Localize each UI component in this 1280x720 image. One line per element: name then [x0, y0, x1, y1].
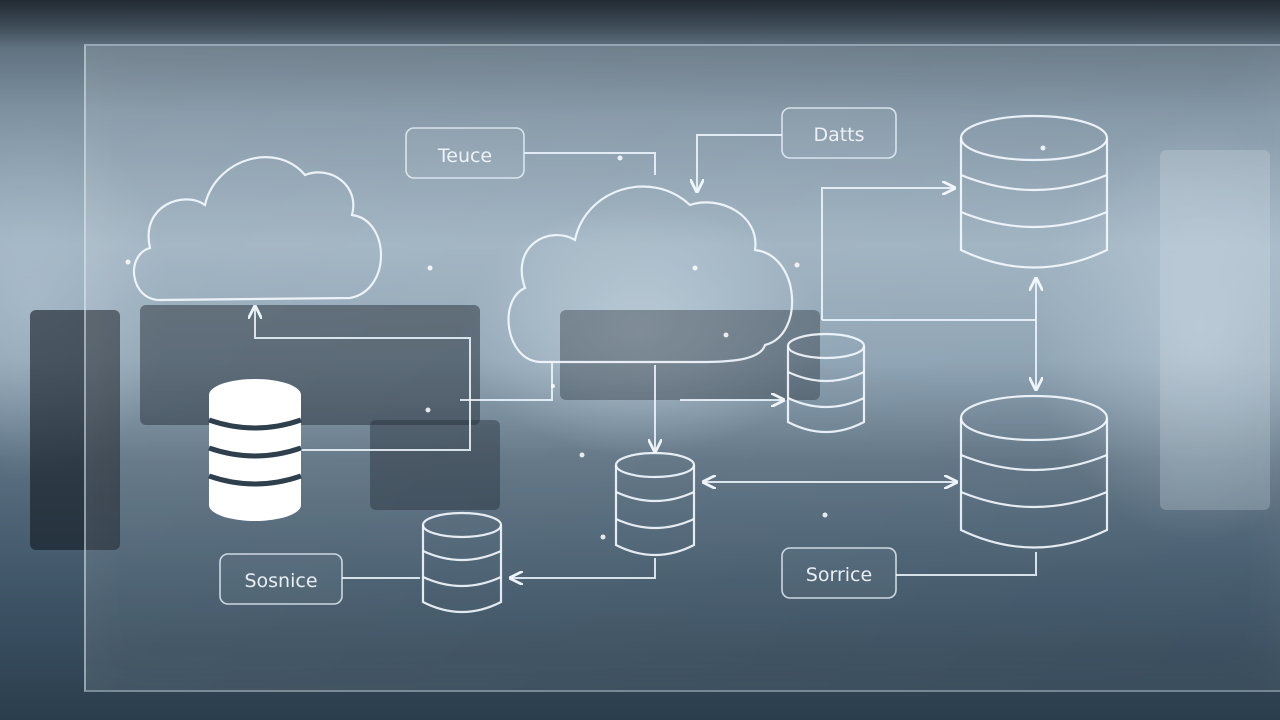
- database-icon: [959, 114, 1109, 269]
- database-icon: [421, 511, 503, 614]
- blurred-furniture-left: [30, 310, 120, 550]
- label-chip-bottom-left: Sosnice: [219, 553, 343, 605]
- svg-text:Sosnice: Sosnice: [244, 570, 317, 592]
- blurred-furniture-right: [560, 310, 820, 400]
- blurred-window-right: [1160, 150, 1270, 510]
- sparkle-dots: [125, 145, 1046, 540]
- label-chip-top-right: Datts: [781, 107, 897, 159]
- database-icon: [959, 394, 1109, 549]
- glass-panel: [84, 44, 1280, 692]
- svg-text:Datts: Datts: [813, 124, 864, 146]
- label-chip-top-left: Teuce: [405, 127, 525, 179]
- database-icon: [614, 451, 696, 557]
- blurred-furniture-mid: [370, 420, 500, 510]
- database-icon: [786, 332, 866, 434]
- label-chip-bottom-right: Sorrice: [781, 547, 897, 599]
- cloud-icon: [507, 185, 794, 364]
- cloud-icon: [132, 156, 382, 302]
- database-icon: [208, 379, 302, 521]
- blurred-furniture-center: [140, 305, 480, 425]
- svg-text:Sorrice: Sorrice: [806, 564, 872, 586]
- svg-text:Teuce: Teuce: [437, 145, 492, 167]
- ceiling-shadow: [0, 0, 1280, 48]
